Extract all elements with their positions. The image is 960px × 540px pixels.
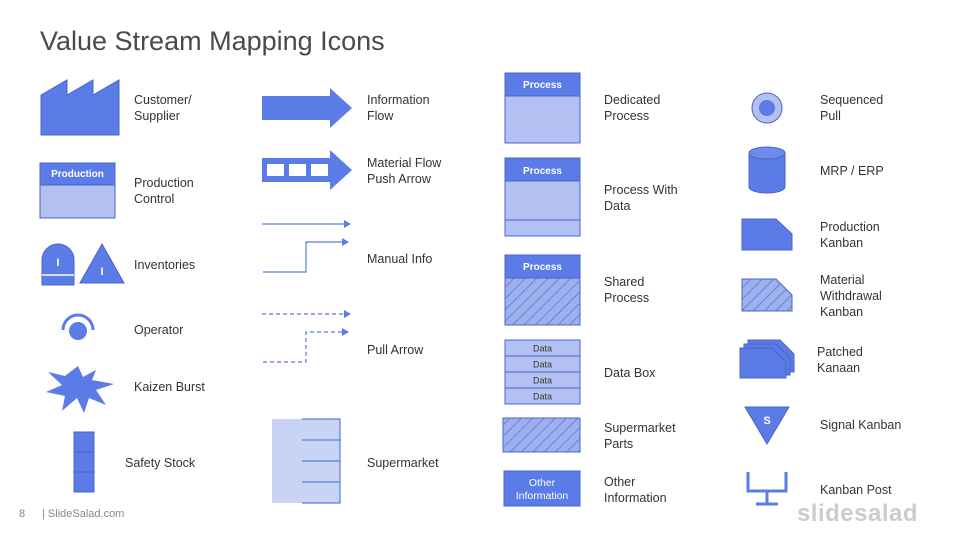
label-mrp-erp: MRP / ERP — [820, 164, 884, 178]
label-information-flow: Information Flow — [367, 93, 430, 123]
kaizen-burst-icon — [46, 366, 114, 413]
kanban-post-icon — [746, 472, 788, 506]
page-number: 8 — [19, 508, 26, 520]
label-customer-supplier: Customer/ Supplier — [134, 93, 192, 123]
other-icon-label-line2: Information — [516, 490, 569, 502]
label-supermarket: Supermarket — [367, 456, 439, 470]
label-pull-arrow: Pull Arrow — [367, 343, 424, 357]
label-production-control: Production Control — [134, 176, 194, 206]
safety-stock-icon — [73, 431, 95, 493]
label-production-kanban: Production Kanban — [820, 220, 880, 250]
operator-icon — [61, 313, 95, 340]
patched-kanban-icon — [739, 339, 795, 379]
inventory-triangle-icon: I — [79, 242, 125, 284]
label-material-withdrawal-kanban: Material Withdrawal Kanban — [820, 273, 882, 319]
supermarket-icon — [272, 418, 341, 504]
label-signal-kanban: Signal Kanban — [820, 418, 902, 432]
shared-process-icon: Process — [504, 254, 581, 326]
brand-logo: slidesalad — [796, 500, 918, 527]
label-operator: Operator — [134, 323, 184, 337]
label-process-with-data: Process With Data — [604, 183, 678, 213]
sequenced-pull-icon — [751, 92, 783, 124]
process-icon-label: Process — [523, 166, 562, 177]
process-icon-label: Process — [523, 80, 562, 91]
data-cell-label: Data — [533, 376, 552, 386]
page-title: Value Stream Mapping Icons — [40, 26, 385, 56]
other-information-icon: Other Information — [503, 470, 581, 507]
signal-letter: S — [763, 415, 770, 427]
process-with-data-icon: Process — [504, 157, 581, 237]
label-inventories: Inventories — [134, 258, 196, 272]
other-icon-label-line1: Other — [529, 477, 556, 489]
label-supermarket-parts: Supermarket Parts — [604, 421, 676, 451]
material-withdrawal-kanban-icon — [741, 278, 793, 312]
data-cell-label: Data — [533, 392, 552, 402]
production-kanban-icon — [741, 218, 793, 251]
label-kaizen-burst: Kaizen Burst — [134, 380, 205, 394]
label-kanban-post: Kanban Post — [820, 483, 892, 497]
data-box-icon: Data Data Data Data — [504, 339, 581, 405]
footer-site-link[interactable]: | SlideSalad.com — [42, 508, 125, 520]
pull-arrow-icon — [262, 310, 351, 363]
label-sequenced-pull: Sequenced Pull — [820, 93, 884, 123]
inventory-tank-icon: I — [41, 243, 75, 286]
label-patched-kanaan: Patched Kanaan — [817, 345, 863, 375]
label-shared-process: Shared Process — [604, 275, 650, 305]
data-cell-label: Data — [533, 344, 552, 354]
inventory-letter: I — [56, 257, 59, 269]
label-safety-stock: Safety Stock — [125, 456, 196, 470]
label-other-information: Other Information — [604, 475, 667, 505]
process-icon-label: Process — [523, 262, 562, 273]
inventory-letter: I — [100, 266, 103, 278]
label-material-flow: Material Flow Push Arrow — [367, 156, 442, 186]
manual-info-arrow-icon — [262, 220, 351, 273]
dedicated-process-icon: Process — [504, 72, 581, 144]
database-cylinder-icon — [748, 146, 786, 194]
factory-icon — [40, 79, 120, 136]
label-manual-info: Manual Info — [367, 252, 433, 266]
signal-kanban-icon: S — [744, 406, 790, 445]
information-flow-arrow-icon — [262, 88, 352, 128]
material-flow-push-arrow-icon — [262, 150, 352, 190]
label-dedicated-process: Dedicated Process — [604, 93, 661, 123]
label-data-box: Data Box — [604, 366, 656, 380]
production-control-icon: Production — [39, 162, 116, 219]
supermarket-parts-icon — [502, 417, 581, 453]
data-cell-label: Data — [533, 360, 552, 370]
production-icon-label: Production — [51, 169, 104, 180]
